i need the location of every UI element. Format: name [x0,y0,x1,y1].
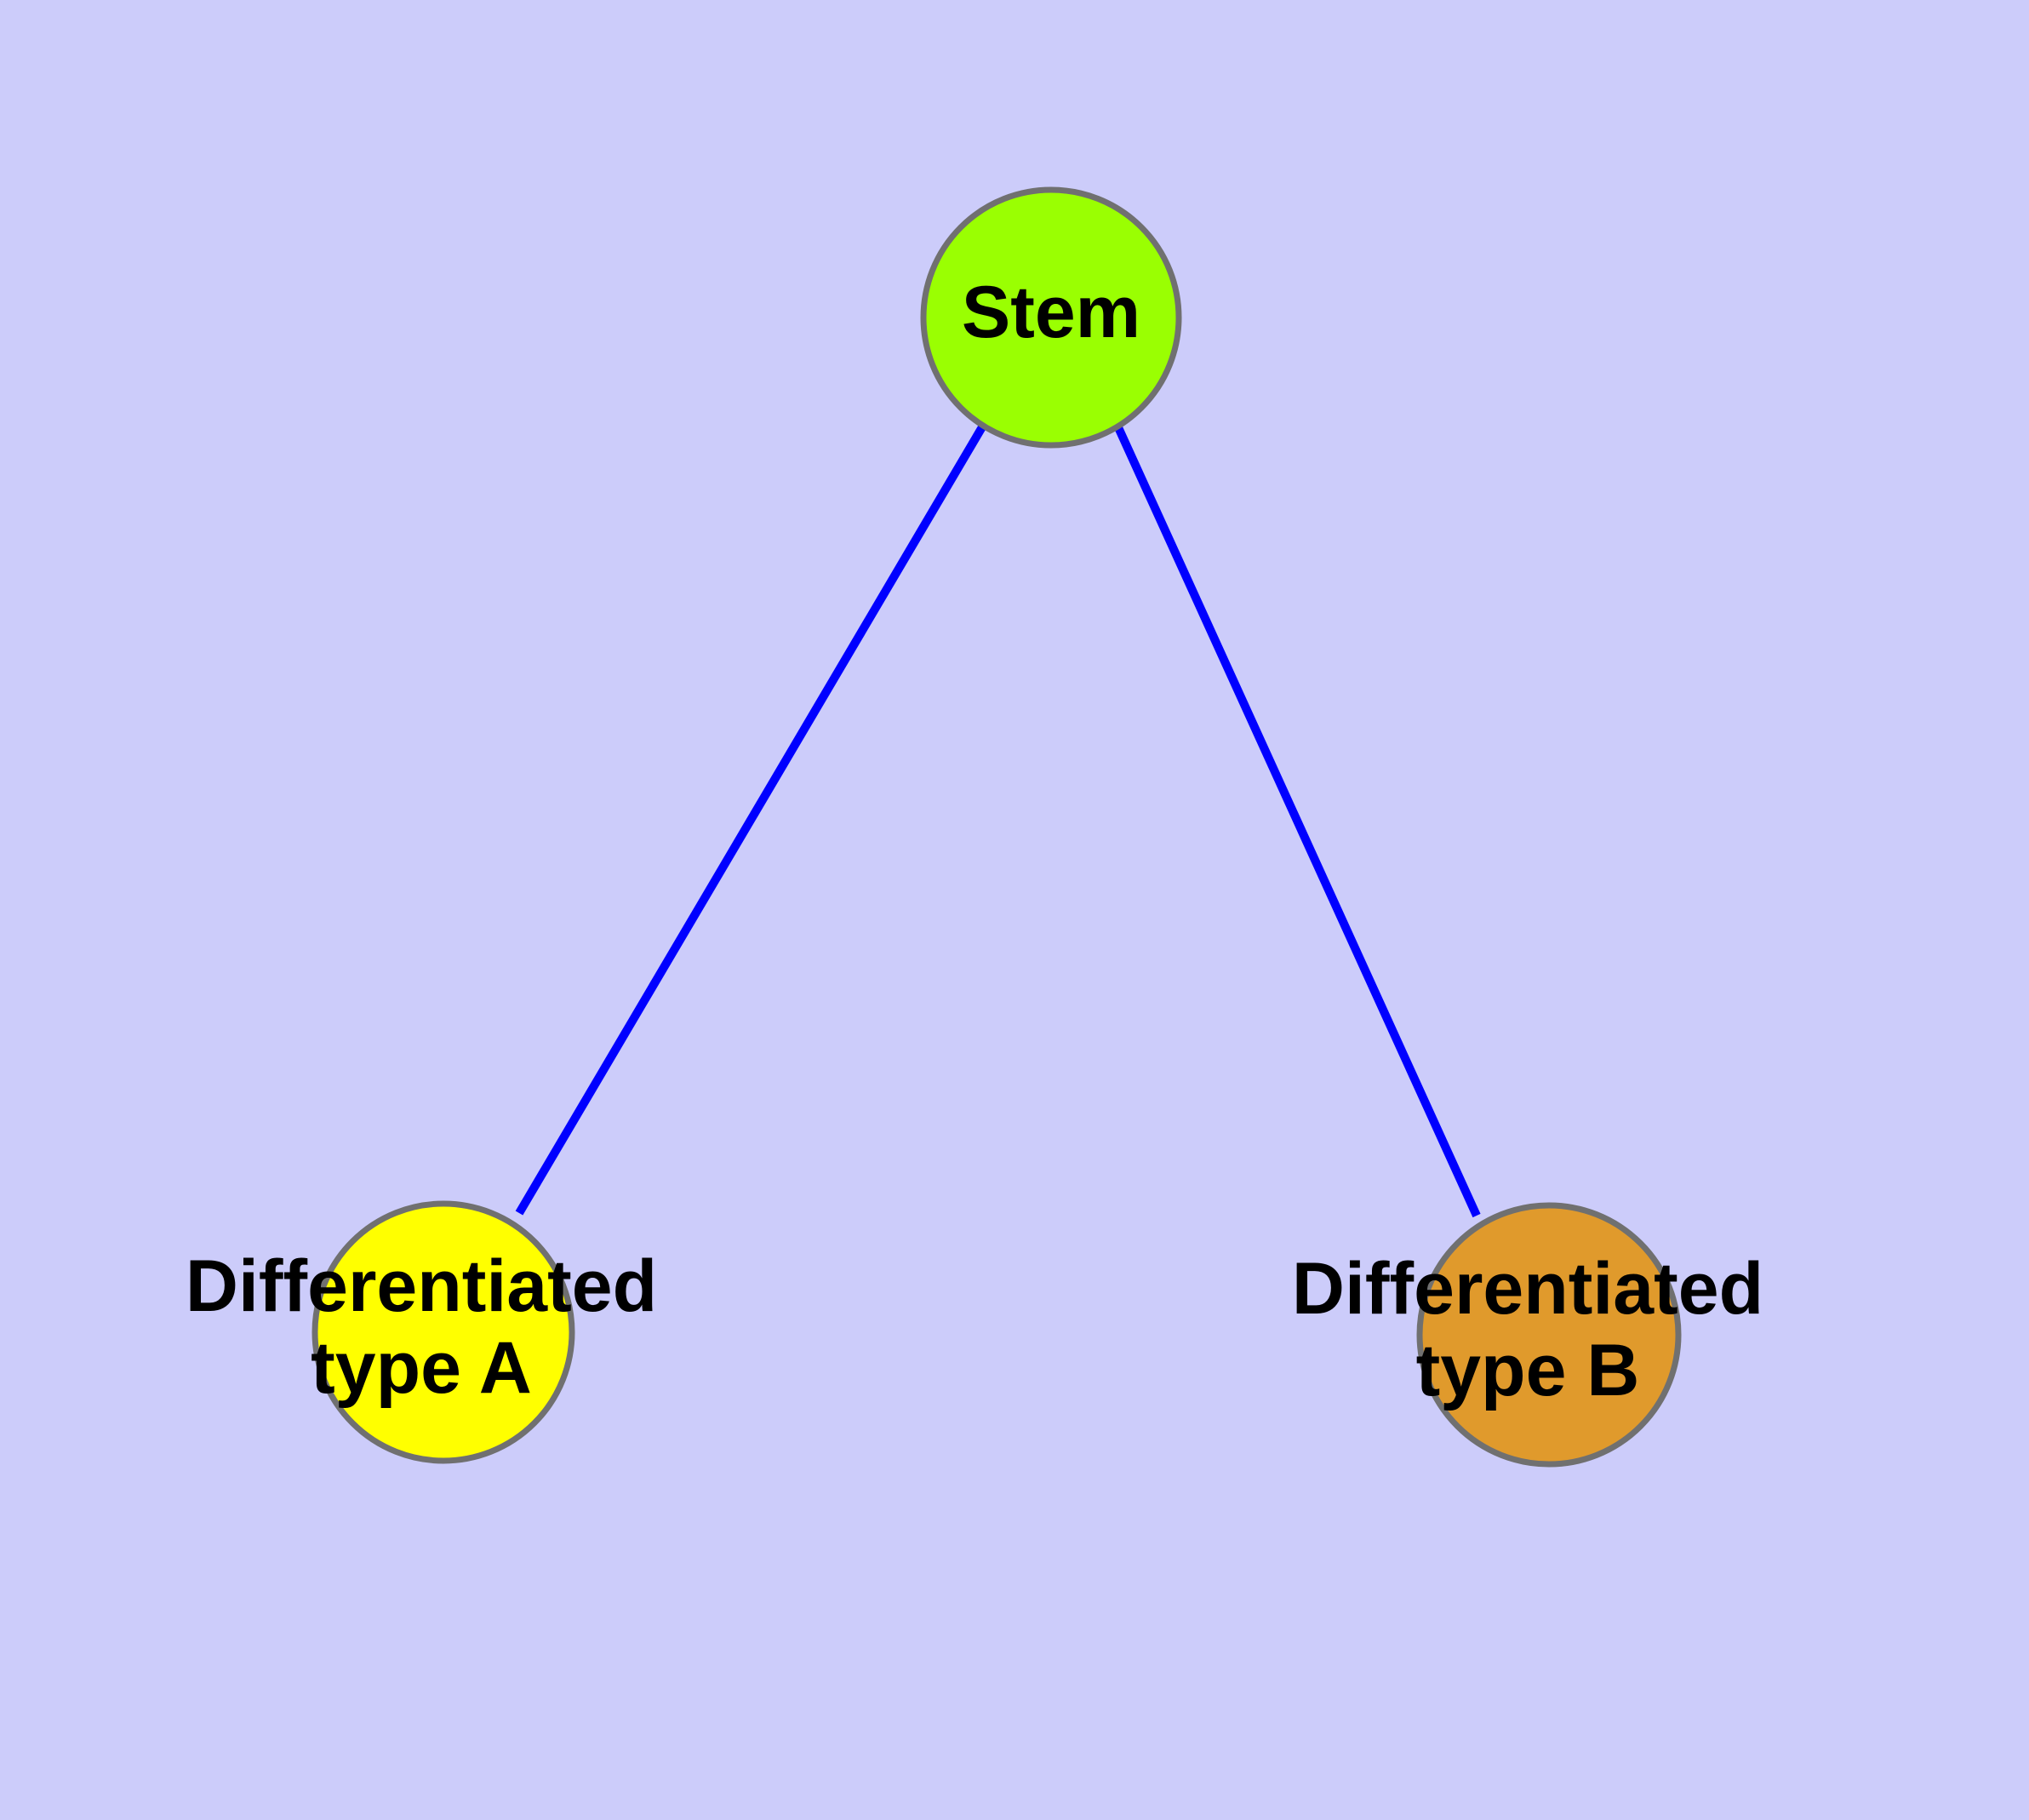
node-label-line: type B [1416,1330,1640,1411]
node-stem[interactable] [920,186,1182,449]
node-differentiated-type-a[interactable] [311,1200,575,1464]
node-label-line: Differentiated [186,1245,657,1327]
edge-stem-to-differentiated-type-a[interactable] [515,423,987,1216]
node-differentiated-type-a-circle[interactable] [311,1200,575,1464]
node-label-line: type A [311,1327,532,1409]
node-layer [311,186,1682,1468]
node-stem-label: Stem [962,272,1140,353]
node-differentiated-type-b-circle[interactable] [1416,1202,1682,1468]
node-stem-circle[interactable] [920,186,1182,449]
edge-layer [515,423,1481,1218]
node-differentiated-type-b[interactable] [1416,1202,1682,1468]
node-label-line: Differentiated [1292,1248,1763,1330]
node-label-line: Stem [962,272,1140,353]
edge-stem-to-differentiated-type-b[interactable] [1113,423,1481,1218]
